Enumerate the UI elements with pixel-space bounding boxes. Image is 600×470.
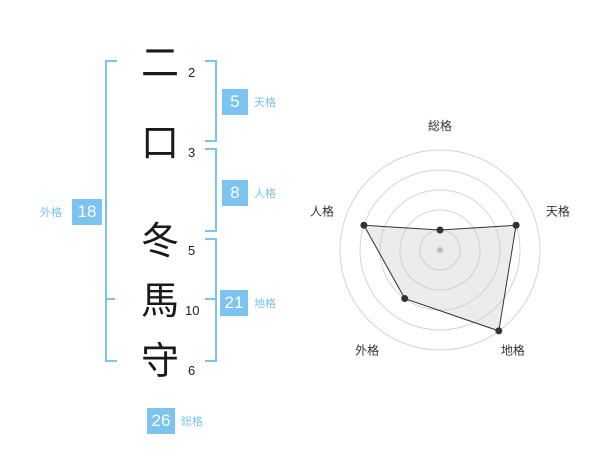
radar-grid-ring [379,189,501,311]
radar-axis-label-5: 人格 [310,204,334,219]
radar-series [360,221,520,335]
tenkaku-label: 天格 [254,96,276,109]
stroke-count-3: 5 [188,243,196,258]
chikaku-label: 地格 [254,297,276,310]
tenkaku-bracket [205,60,217,142]
gaikaku-bracket [105,60,117,362]
tenkaku-value-badge: 5 [222,89,248,115]
jinkaku-bracket [205,148,217,232]
chikaku-bracket-mid-tick [205,298,215,300]
radar-grid-ring [359,169,521,331]
radar-point-1 [436,226,444,234]
chikaku-bracket [205,238,217,362]
stroke-count-2: 3 [188,145,196,160]
radar-axis-label-2: 天格 [546,204,570,219]
radar-axis-label-1: 総格 [428,118,452,133]
radar-grid-ring [339,149,541,351]
stroke-count-1: 2 [188,65,196,80]
name-char-3: 冬 [140,219,179,263]
gaikaku-value-badge: 18 [72,199,102,225]
radar-series-polygon [363,224,517,332]
radar-point-5 [360,221,368,229]
name-char-2: 口 [140,121,179,165]
radar-axis-label-4: 外格 [355,342,379,357]
jinkaku-value-badge: 8 [222,180,248,206]
radar-point-2 [512,221,520,229]
gaikaku-label: 外格 [40,206,62,219]
soukaku-value-badge: 26 [147,408,175,434]
stroke-count-4: 10 [185,303,200,318]
name-char-5: 守 [140,339,179,383]
stroke-count-5: 6 [188,363,196,378]
name-char-1: 二 [140,41,179,85]
radar-point-3 [495,327,503,335]
gaikaku-bracket-mid-tick [105,298,115,300]
radar-axis-label-3: 地格 [501,342,525,357]
radar-point-4 [401,295,409,303]
jinkaku-label: 人格 [254,187,276,200]
soukaku-label: 総格 [181,415,203,428]
chikaku-value-badge: 21 [220,290,248,316]
radar-center-dot [437,247,443,253]
name-char-4: 馬 [140,279,179,323]
radar-grid-ring [399,209,481,291]
